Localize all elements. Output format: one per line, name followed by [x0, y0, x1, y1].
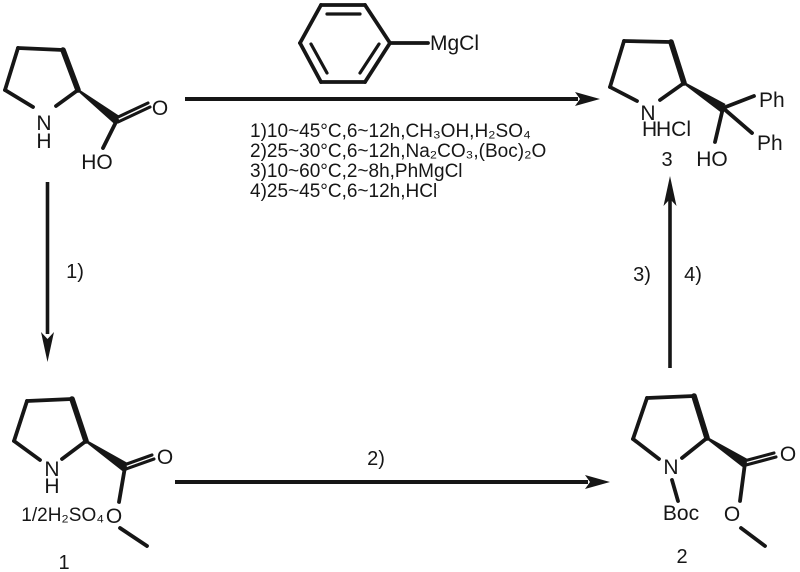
compound2-boc-label: Boc: [663, 502, 699, 525]
compound1-carbonyl-o-label: O: [157, 446, 173, 469]
arrow-main-reaction: [185, 92, 600, 106]
bond: [117, 465, 127, 504]
arrow-steps-3-4: 3) 4): [633, 176, 702, 368]
compound2-number: 2: [676, 546, 687, 568]
bold-bond: [691, 393, 710, 441]
compound3-n-label: N: [640, 102, 655, 125]
grignard-mgcl-label: MgCl: [430, 32, 479, 55]
bold-bond: [668, 39, 687, 86]
compound1-number: 1: [58, 552, 69, 572]
step4-label: 4): [684, 264, 702, 286]
compound3-nh-label: H: [642, 118, 657, 141]
bond: [670, 478, 680, 503]
molecule-compound-2-n-boc-proline-methyl-ester: N Boc O O 2: [631, 393, 796, 568]
molecule-compound-3-diphenylprolinol-hcl: N H HCl Ph Ph HO 3: [608, 39, 785, 171]
bond: [738, 461, 747, 503]
benzene-inner-bond: [309, 42, 329, 75]
benzene-edge: [363, 41, 392, 84]
proline-carbonyl-o-label: O: [152, 97, 168, 120]
arrow-head: [663, 176, 677, 206]
wedge-bond: [683, 82, 726, 112]
benzene-inner-bond: [358, 42, 381, 75]
bond: [721, 106, 754, 135]
compound3-number: 3: [661, 149, 672, 171]
compound1-nh-label: H: [44, 475, 59, 498]
condition-line-4: 4)25~45°C,6~12h,HCl: [250, 181, 437, 202]
arrow-step-2: 2): [175, 448, 610, 489]
arrow-step-1: 1): [41, 182, 84, 362]
bond: [680, 436, 709, 460]
bond: [118, 526, 149, 548]
wedge-bond: [706, 437, 748, 467]
bond: [12, 439, 42, 462]
arrow-head: [41, 332, 54, 362]
bond: [739, 526, 767, 548]
double-bond-line: [742, 451, 776, 463]
condition-line-1: 1)10~45°C,6~12h,CH₃OH,H₂SO₄: [250, 121, 531, 142]
bond: [54, 88, 80, 108]
compound1-n-label: N: [44, 458, 59, 481]
bond: [25, 397, 74, 403]
proline-nh-label: H: [36, 130, 51, 153]
compound3-hydroxyl-label: HO: [696, 148, 728, 171]
bond: [631, 437, 661, 461]
double-bond-line: [114, 101, 150, 120]
arrow-head: [585, 475, 610, 489]
double-bond-line: [116, 105, 152, 124]
compound3-ph-upper-label: Ph: [759, 89, 785, 112]
molecule-compound-1-proline-methyl-ester-sulfate: N H O O 1/2H₂SO₄ 1: [12, 396, 173, 572]
bold-bond: [69, 396, 89, 444]
compound3-ph-lower-label: Ph: [757, 132, 783, 155]
benzene-edge: [298, 3, 323, 45]
proline-hydroxyl-label: HO: [81, 151, 113, 174]
step2-label: 2): [367, 448, 385, 470]
bond: [3, 88, 35, 109]
wedge-bond: [85, 440, 128, 471]
step3-label: 3): [633, 264, 651, 286]
compound2-ester-o-label: O: [724, 503, 740, 526]
compound2-n-label: N: [663, 456, 678, 479]
bond: [713, 106, 725, 144]
bond: [608, 85, 639, 103]
bond: [645, 394, 696, 400]
bond: [622, 39, 673, 44]
molecule-l-proline: N H O HO: [3, 46, 168, 174]
benzene-edge: [298, 41, 323, 84]
proline-n-label: N: [36, 112, 51, 135]
bond: [16, 46, 65, 52]
compound3-hcl-label: HCl: [656, 118, 691, 141]
bold-bond: [60, 47, 81, 93]
bond: [12, 399, 29, 443]
bond: [101, 118, 119, 150]
bond: [608, 39, 626, 89]
compound2-carbonyl-o-label: O: [780, 443, 796, 466]
reaction-conditions: 1)10~45°C,6~12h,CH₃OH,H₂SO₄ 2)25~30°C,6~…: [250, 121, 546, 202]
benzene-edge: [363, 3, 392, 45]
condition-line-2: 2)25~30°C,6~12h,Na₂CO₃,(Boc)₂O: [250, 141, 546, 162]
double-bond-line: [124, 457, 156, 471]
bond: [631, 396, 649, 441]
condition-line-3: 3)10~60°C,2~8h,PhMgCl: [250, 161, 463, 182]
compound1-sulfate-salt-label: 1/2H₂SO₄: [21, 505, 104, 526]
arrow-head: [575, 92, 600, 106]
molecule-phenylmagnesium-chloride: MgCl: [298, 3, 479, 84]
double-bond-line: [122, 453, 154, 467]
bond: [721, 94, 756, 110]
bond: [60, 439, 88, 461]
bond: [3, 46, 20, 92]
compound1-ester-o-label: O: [106, 505, 122, 528]
wedge-bond: [77, 89, 120, 124]
bond: [658, 81, 686, 102]
step1-label: 1): [66, 261, 84, 283]
double-bond-line: [744, 455, 778, 467]
